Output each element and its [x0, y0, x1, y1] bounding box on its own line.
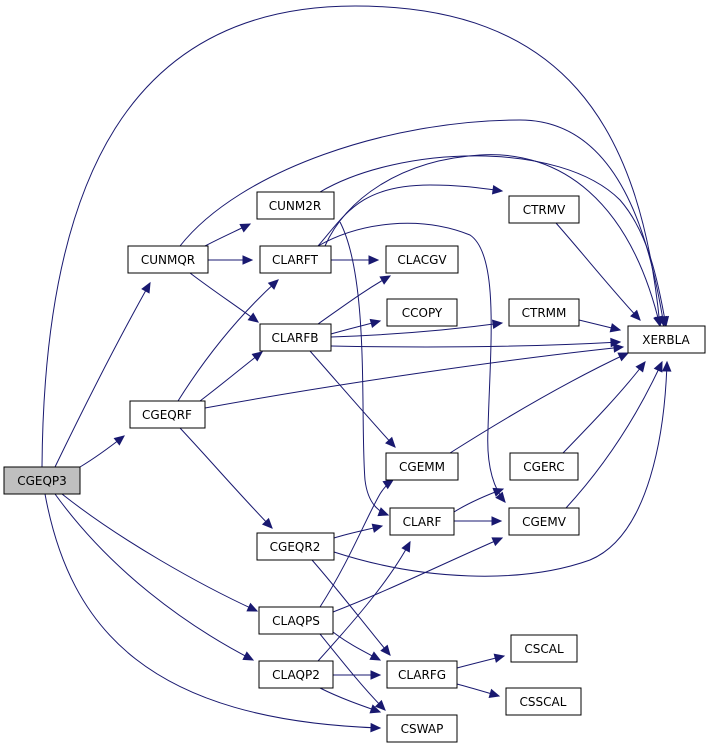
edge-claqps-to-cgemm [319, 479, 395, 608]
node-ctrmm-label: CTRMM [522, 306, 567, 320]
edge-claqp2-to-cswap [319, 687, 382, 714]
edge-cgeqp3-to-cunmqr [54, 281, 151, 468]
edge-cgeqr2-to-clarfg [311, 559, 391, 656]
node-cgeqrf-label: CGEQRF [142, 408, 192, 422]
node-ctrmv[interactable]: CTRMV [508, 195, 580, 224]
edge-clarfb-to-cgemm [309, 350, 396, 448]
edge-clarf-to-cgerc [453, 487, 505, 513]
nodes: CGEQP3 CUNMQR CGEQRF CUNM2R CLARFT CLARF… [3, 191, 706, 743]
edge-cgeqr2-to-xerbla [333, 360, 672, 577]
node-csscal[interactable]: CSSCAL [505, 687, 582, 716]
node-cgeqrf[interactable]: CGEQRF [129, 400, 206, 429]
edge-cgeqp3-to-cgeqrf [79, 435, 125, 468]
edge-cunm2r-to-clarf [339, 221, 390, 517]
edge-cgeqrf-to-clarfb [199, 351, 263, 402]
edge-cgeqp3-to-xerbla [41, 5, 664, 468]
node-claqp2[interactable]: CLAQP2 [258, 660, 334, 689]
edge-cgeqr2-to-clarf [333, 523, 384, 539]
node-cswap-label: CSWAP [401, 722, 444, 736]
node-cgeqp3[interactable]: CGEQP3 [3, 466, 81, 495]
edge-clarf-to-cgemv [453, 516, 503, 526]
edge-cunmqr-to-clarft [208, 255, 254, 265]
edge-cunmqr-to-clarfb [189, 272, 259, 323]
node-clacgv[interactable]: CLACGV [385, 245, 459, 274]
node-cunm2r[interactable]: CUNM2R [256, 191, 335, 220]
node-cgeqp3-label: CGEQP3 [17, 474, 67, 488]
edge-cgemm-to-xerbla [449, 352, 630, 454]
node-cunmqr[interactable]: CUNMQR [127, 245, 209, 274]
node-ctrmm[interactable]: CTRMM [508, 298, 580, 327]
edge-clarfb-to-xerbla [330, 337, 622, 348]
node-cgerc-label: CGERC [523, 460, 564, 474]
node-cswap[interactable]: CSWAP [386, 714, 458, 743]
node-cgemm-label: CGEMM [399, 460, 445, 474]
edge-cgeqrf-to-xerbla [204, 343, 625, 409]
edge-cunmqr-to-xerbla [179, 119, 668, 328]
edge-cgerc-to-xerbla [562, 361, 646, 454]
node-clarf-label: CLARF [403, 515, 442, 529]
node-clarft-label: CLARFT [272, 253, 319, 267]
node-cgeqr2[interactable]: CGEQR2 [256, 532, 335, 561]
edge-claqp2-to-clarfg [332, 670, 382, 680]
node-cscal-label: CSCAL [524, 642, 564, 656]
edge-clarft-to-clacgv [331, 255, 380, 265]
edge-clarft-to-cgemv [317, 222, 506, 503]
node-ccopy[interactable]: CCOPY [386, 298, 458, 327]
edge-clarfb-to-ccopy [330, 318, 382, 335]
edge-clarfg-to-cscal [456, 653, 506, 669]
edge-claqps-to-cswap [319, 633, 386, 711]
edge-ctrmv-to-xerbla [555, 222, 641, 321]
node-clarfb-label: CLARFB [271, 331, 318, 345]
node-claqps-label: CLAQPS [272, 614, 320, 628]
edge-clarfb-to-ctrmm [330, 319, 504, 338]
node-csscal-label: CSSCAL [520, 695, 567, 709]
edge-cgeqp3-to-cswap [44, 493, 382, 733]
node-ctrmv-label: CTRMV [523, 203, 566, 217]
edge-cgeqrf-to-cgeqr2 [179, 427, 273, 529]
node-ccopy-label: CCOPY [402, 306, 443, 320]
edge-clarft-to-ctrmv [317, 184, 504, 247]
node-xerbla[interactable]: XERBLA [627, 325, 706, 354]
node-cgerc[interactable]: CGERC [509, 452, 579, 481]
node-clarfg[interactable]: CLARFG [386, 660, 458, 689]
node-clarfg-label: CLARFG [398, 668, 446, 682]
node-clacgv-label: CLACGV [397, 253, 447, 267]
node-claqps[interactable]: CLAQPS [258, 606, 334, 635]
edge-cgeqrf-to-clarft [177, 279, 279, 402]
node-cgeqr2-label: CGEQR2 [270, 540, 321, 554]
node-cscal[interactable]: CSCAL [510, 634, 578, 663]
node-clarft[interactable]: CLARFT [259, 245, 332, 274]
node-claqp2-label: CLAQP2 [272, 668, 320, 682]
edge-claqps-to-cgemv [332, 537, 504, 613]
edge-cunmqr-to-cunm2r [204, 223, 252, 247]
edge-claqps-to-clarfg [332, 631, 382, 661]
node-cunmqr-label: CUNMQR [141, 253, 195, 267]
edge-claqp2-to-clarf [317, 540, 411, 662]
node-cgemv[interactable]: CGEMV [508, 507, 580, 536]
edge-cunm2r-to-xerbla [319, 155, 670, 328]
node-xerbla-label: XERBLA [642, 333, 690, 347]
edge-cgemv-to-xerbla [565, 360, 663, 509]
edge-clarfg-to-csscal [456, 683, 501, 698]
edge-cgeqp3-to-claqp2 [54, 493, 255, 661]
node-cgemv-label: CGEMV [522, 515, 567, 529]
node-clarfb[interactable]: CLARFB [259, 323, 332, 352]
node-cunm2r-label: CUNM2R [269, 199, 321, 213]
edge-clarft-to-xerbla [324, 154, 663, 328]
edge-clarfb-to-clacgv [317, 275, 392, 325]
node-clarf[interactable]: CLARF [389, 507, 455, 536]
edges [41, 5, 672, 733]
edge-cgeqp3-to-claqps [61, 493, 259, 612]
node-cgemm[interactable]: CGEMM [385, 452, 459, 481]
edge-ctrmm-to-xerbla [578, 319, 622, 333]
